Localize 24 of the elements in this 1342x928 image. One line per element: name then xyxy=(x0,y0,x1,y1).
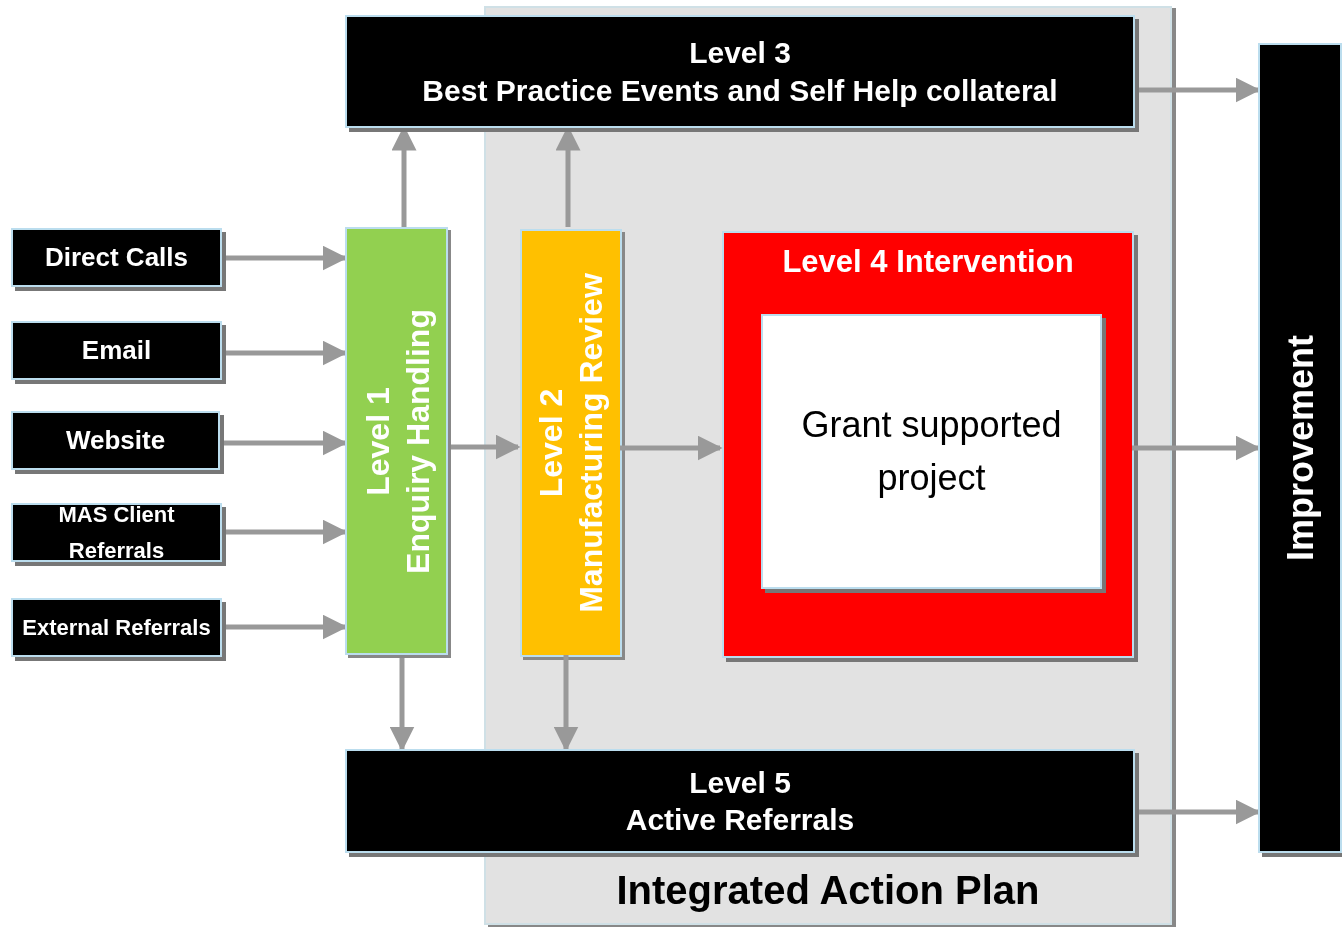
box-label: Active Referrals xyxy=(625,802,855,838)
arrow xyxy=(389,655,415,752)
level-heading: Level 3 xyxy=(689,35,791,71)
level-heading: Level 2 xyxy=(532,388,570,498)
level-bar xyxy=(520,229,622,657)
box-label: Enquiry Handling xyxy=(397,308,437,574)
box-label: Level 4 Intervention xyxy=(782,243,1074,281)
arrow xyxy=(1132,435,1261,461)
box-label: Improvement xyxy=(1278,334,1322,562)
box-label: Website xyxy=(65,424,166,457)
box-label: External Referrals xyxy=(22,613,211,642)
box-label: Manufacturing Review xyxy=(572,273,610,613)
box-label: Direct Calls xyxy=(44,241,189,274)
level-heading: Level 1 xyxy=(357,386,396,496)
arrow xyxy=(620,435,723,461)
box-label: Email xyxy=(81,334,152,367)
box-label: Grant supported project xyxy=(800,403,1063,500)
box-label: MAS Client Referrals xyxy=(57,501,176,565)
arrow xyxy=(553,655,579,752)
arrow xyxy=(448,434,521,460)
panel-title: Integrated Action Plan xyxy=(616,867,1040,914)
level-bar xyxy=(345,227,448,655)
box-label: Best Practice Events and Self Help collateral xyxy=(422,72,1058,109)
level-heading: Level 5 xyxy=(689,764,791,801)
